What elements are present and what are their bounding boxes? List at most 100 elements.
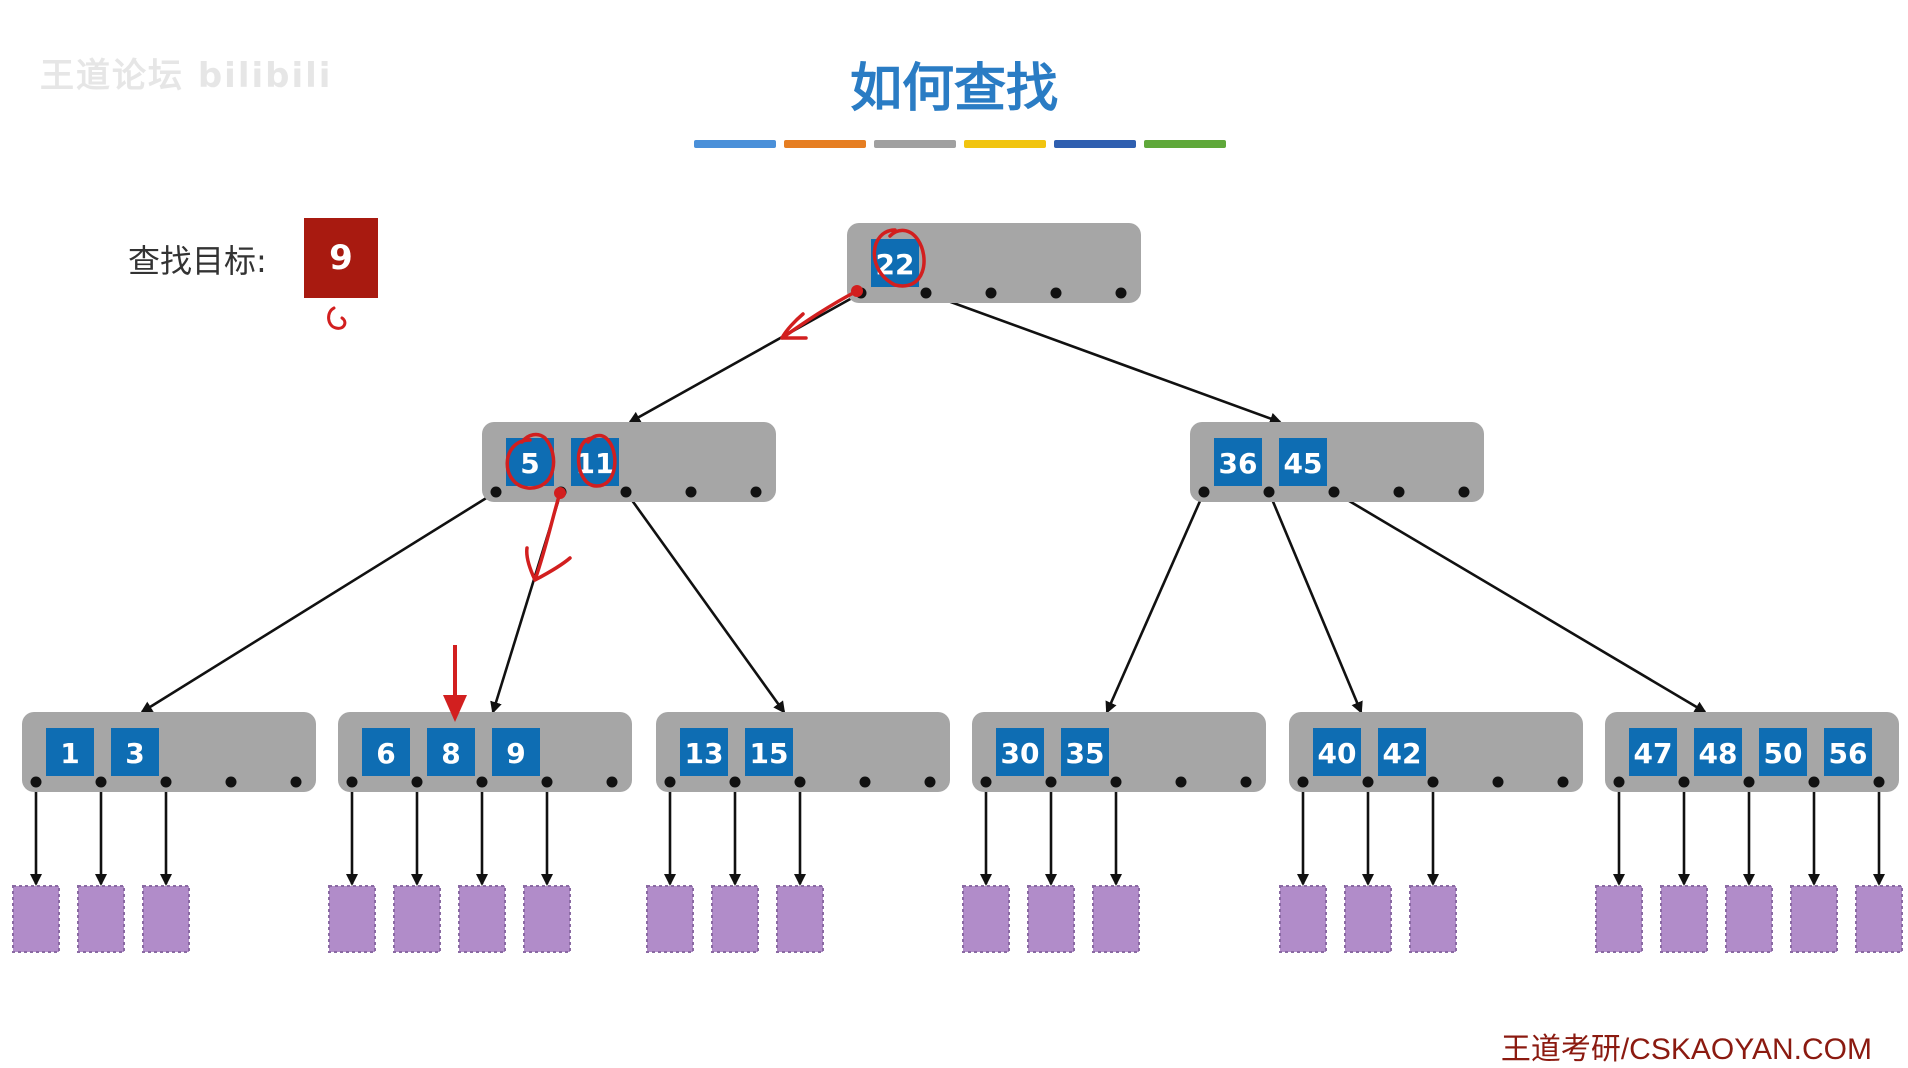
key-box (492, 728, 540, 776)
external-leaf-node (12, 885, 60, 953)
key-label: 6 (376, 737, 395, 770)
key-label: 48 (1699, 737, 1738, 770)
key-box (680, 728, 728, 776)
leaf-level-node-4-body (1289, 712, 1583, 792)
child-pointer (606, 776, 618, 788)
accent-bar-3 (964, 140, 1046, 148)
child-pointer (1362, 776, 1374, 788)
key-box (1313, 728, 1361, 776)
child-pointer (920, 287, 932, 299)
child-pointer (1393, 486, 1405, 498)
annotation-mark-target (327, 306, 347, 330)
child-pointer (541, 776, 553, 788)
child-pointer (30, 776, 42, 788)
red-annotations (327, 228, 926, 722)
child-pointer (859, 776, 871, 788)
external-leaf-node (1595, 885, 1643, 953)
external-leaf-node (142, 885, 190, 953)
key-label: 35 (1066, 737, 1105, 770)
child-pointer (664, 776, 676, 788)
external-leaf-node (646, 885, 694, 953)
child-pointer (1678, 776, 1690, 788)
pointer-edge (628, 291, 862, 424)
key-box (1824, 728, 1872, 776)
external-leaf-node (776, 885, 824, 953)
external-leaf-node (328, 885, 376, 953)
key-label: 8 (441, 737, 460, 770)
leaf-level-node-3: 30 35 (972, 712, 1266, 792)
leaf-level-node-1-body (338, 712, 632, 792)
pointer-edge (140, 490, 497, 714)
child-pointer (1613, 776, 1625, 788)
pointer-edge (1267, 491, 1363, 714)
accent-bar-1 (784, 140, 866, 148)
external-leaf-node (711, 885, 759, 953)
child-pointer (1175, 776, 1187, 788)
child-pointer (1297, 776, 1309, 788)
annotation-circle-5 (505, 432, 556, 490)
child-pointer (750, 486, 762, 498)
external-leaf-node (77, 885, 125, 953)
child-pointer (729, 776, 741, 788)
child-pointer (985, 287, 997, 299)
key-label: 9 (506, 737, 525, 770)
leaf-level-node-2-body (656, 712, 950, 792)
key-label: 45 (1284, 447, 1323, 480)
child-pointer (1557, 776, 1569, 788)
child-pointer (346, 776, 358, 788)
pointer-edge (925, 291, 1282, 425)
child-pointer (1240, 776, 1252, 788)
key-label: 3 (125, 737, 144, 770)
external-leaf-node (1855, 885, 1903, 953)
child-pointer (1198, 486, 1210, 498)
child-pointer (95, 776, 107, 788)
external-leaf-node (1027, 885, 1075, 953)
child-pointer (685, 486, 697, 498)
accent-bar-4 (1054, 140, 1136, 148)
accent-bar-0 (694, 140, 776, 148)
child-pointer (1115, 287, 1127, 299)
external-leaf-node (962, 885, 1010, 953)
external-leaf-node (1279, 885, 1327, 953)
page-title: 如何查找 (849, 59, 1058, 119)
footer-brand: 王道考研/CSKAOYAN.COM (1500, 1033, 1872, 1066)
leaf-level-node-3-body (972, 712, 1266, 792)
accent-bar-5 (1144, 140, 1226, 148)
child-pointer (1873, 776, 1885, 788)
key-label: 47 (1634, 737, 1673, 770)
annotation-arrow-internal (525, 491, 572, 582)
key-box (427, 728, 475, 776)
key-box (1378, 728, 1426, 776)
key-label: 30 (1001, 737, 1040, 770)
child-pointer (1808, 776, 1820, 788)
key-label: 1 (60, 737, 79, 770)
key-box (996, 728, 1044, 776)
annotation-arrowhead (443, 695, 467, 722)
key-label: 40 (1318, 737, 1357, 770)
child-pointer (476, 776, 488, 788)
key-box (111, 728, 159, 776)
child-pointer (794, 776, 806, 788)
key-box (745, 728, 793, 776)
leaf-level-node-0-body (22, 712, 316, 792)
external-leaf-node (393, 885, 441, 953)
search-target-value: 9 (304, 218, 378, 298)
annotation-circle-11 (576, 433, 617, 488)
external-leaf-node (1660, 885, 1708, 953)
key-box (1694, 728, 1742, 776)
annotation-arrow-root (780, 289, 859, 340)
key-label: 50 (1764, 737, 1803, 770)
accent-bar-2 (874, 140, 956, 148)
key-box (1759, 728, 1807, 776)
key-label: 5 (520, 447, 539, 480)
internal-node-0-body (482, 422, 776, 502)
child-pointer (225, 776, 237, 788)
child-pointer (980, 776, 992, 788)
child-pointer (160, 776, 172, 788)
leaf-level-node-1: 6 8 9 (338, 712, 632, 792)
child-pointer (290, 776, 302, 788)
